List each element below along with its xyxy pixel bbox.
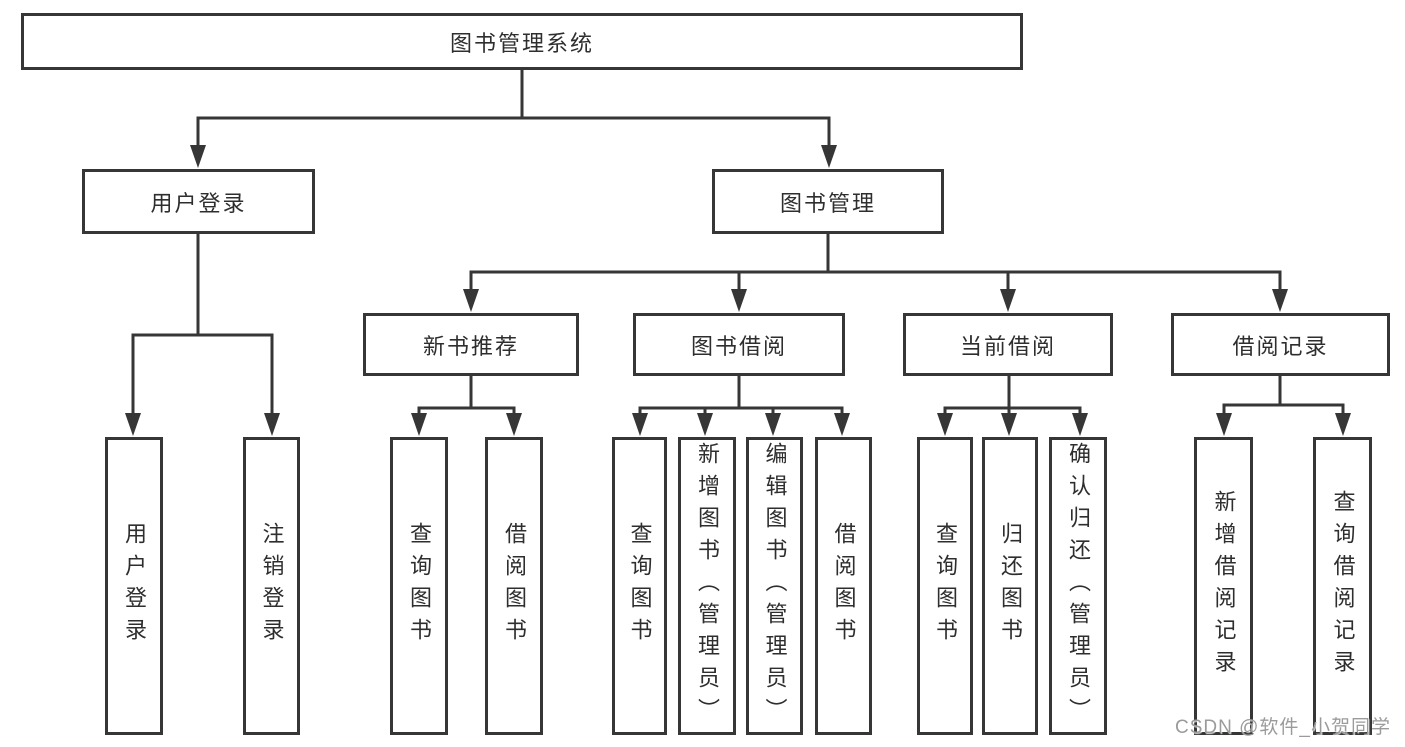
leaf-query-book-borrow-label: 查询图书 [627, 522, 653, 650]
leaf-user-login-label: 用户登录 [122, 522, 147, 650]
node-new-book-recommend-label: 新书推荐 [422, 333, 519, 359]
node-book-borrow: 图书借阅 [633, 313, 845, 376]
leaf-query-book-recommend: 查询图书 [390, 437, 448, 735]
leaf-user-login: 用户登录 [105, 437, 163, 735]
node-book-borrow-label: 图书借阅 [690, 333, 787, 359]
leaf-add-borrow-record: 新增借阅记录 [1194, 437, 1253, 735]
node-user-login-label: 用户登录 [150, 190, 247, 216]
leaf-query-book-current: 查询图书 [917, 437, 973, 735]
leaf-confirm-return-admin: 确认归还（管理员） [1049, 437, 1107, 735]
leaf-borrow-book-label: 借阅图书 [831, 522, 857, 650]
leaf-add-borrow-record-label: 新增借阅记录 [1211, 490, 1237, 682]
leaf-return-book: 归还图书 [982, 437, 1038, 735]
leaf-return-book-label: 归还图书 [998, 522, 1023, 650]
node-book-management-label: 图书管理 [779, 190, 876, 216]
node-root-system: 图书管理系统 [21, 13, 1023, 70]
leaf-borrow-book-recommend: 借阅图书 [485, 437, 543, 735]
leaf-query-book-borrow: 查询图书 [612, 437, 667, 735]
leaf-query-borrow-record-label: 查询借阅记录 [1330, 490, 1356, 682]
leaf-add-book-admin-label: 新增图书（管理员） [695, 442, 720, 730]
node-borrow-records-label: 借阅记录 [1232, 333, 1329, 359]
leaf-logout-label: 注销登录 [259, 522, 285, 650]
leaf-logout: 注销登录 [243, 437, 300, 735]
leaf-query-borrow-record: 查询借阅记录 [1313, 437, 1372, 735]
leaf-query-book-current-label: 查询图书 [933, 522, 958, 650]
node-current-borrow-label: 当前借阅 [959, 333, 1056, 359]
leaf-borrow-book-recommend-label: 借阅图书 [502, 522, 527, 650]
node-root-system-label: 图书管理系统 [449, 30, 594, 56]
node-new-book-recommend: 新书推荐 [363, 313, 579, 376]
node-user-login: 用户登录 [82, 169, 315, 234]
leaf-edit-book-admin-label: 编辑图书（管理员） [762, 442, 788, 730]
leaf-borrow-book: 借阅图书 [815, 437, 872, 735]
leaf-confirm-return-admin-label: 确认归还（管理员） [1066, 442, 1091, 730]
node-book-management: 图书管理 [712, 169, 944, 234]
leaf-edit-book-admin: 编辑图书（管理员） [746, 437, 803, 735]
csdn-watermark: CSDN @软件_小贺同学 [1175, 717, 1391, 738]
node-current-borrow: 当前借阅 [903, 313, 1113, 376]
leaf-add-book-admin: 新增图书（管理员） [678, 437, 736, 735]
leaf-query-book-recommend-label: 查询图书 [407, 522, 432, 650]
node-borrow-records: 借阅记录 [1171, 313, 1390, 376]
